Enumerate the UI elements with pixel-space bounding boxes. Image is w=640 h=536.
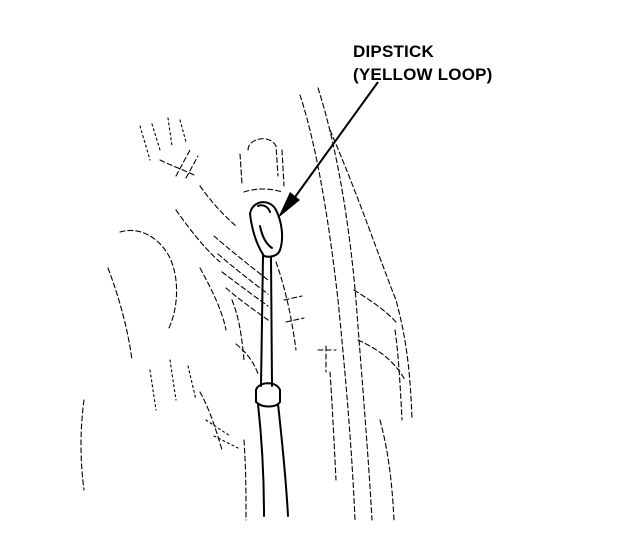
dipstick-tube-housing bbox=[213, 138, 305, 351]
dipstick-shaft bbox=[260, 255, 273, 387]
dipstick-lower-tube bbox=[243, 403, 289, 521]
callout-line-1: DIPSTICK bbox=[353, 42, 434, 61]
engine-block-left bbox=[80, 117, 259, 491]
dipstick-loop-handle bbox=[249, 201, 284, 258]
dipstick-collar bbox=[255, 382, 281, 408]
callout-line-2: (YELLOW LOOP) bbox=[353, 65, 493, 84]
engine-housing-right bbox=[299, 87, 413, 521]
dipstick-callout-label: DIPSTICK (YELLOW LOOP) bbox=[353, 40, 493, 86]
callout-leader-arrow bbox=[278, 81, 379, 218]
